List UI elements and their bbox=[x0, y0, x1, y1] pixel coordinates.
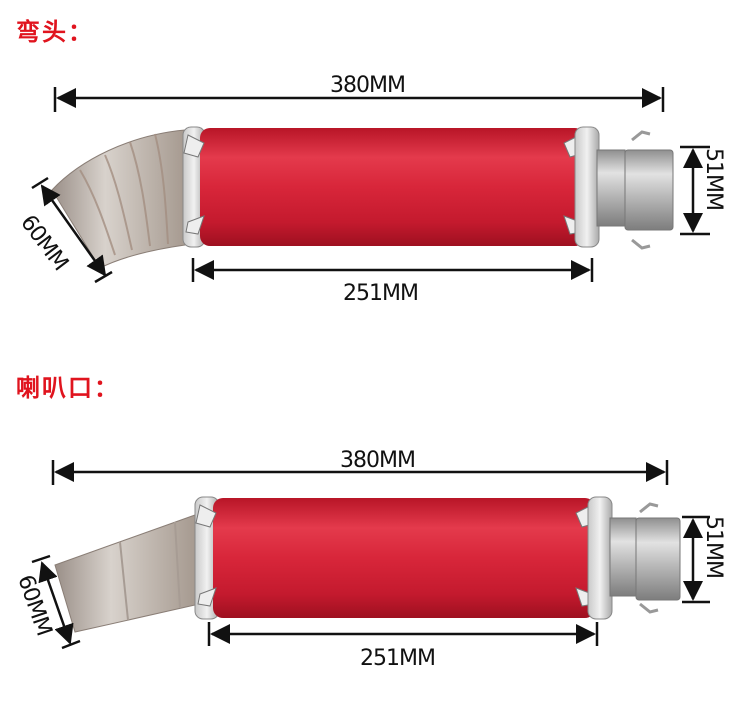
horn-overall-length: 380MM bbox=[340, 448, 415, 473]
elbow-outlet-sleeve bbox=[596, 149, 626, 227]
elbow-right-cap bbox=[574, 126, 600, 248]
elbow-dimensions bbox=[31, 87, 710, 284]
muffler-elbow bbox=[51, 126, 674, 269]
horn-inlet-pipe bbox=[54, 514, 196, 633]
elbow-body-length: 251MM bbox=[343, 281, 418, 306]
elbow-outlet-tip bbox=[624, 149, 674, 231]
elbow-inlet-diameter: 60MM bbox=[15, 211, 72, 276]
elbow-red-body bbox=[200, 128, 585, 246]
horn-dimensions bbox=[31, 460, 710, 650]
muffler-horn bbox=[54, 496, 681, 633]
elbow-outlet-diameter: 51MM bbox=[701, 148, 726, 210]
horn-right-cap bbox=[587, 496, 613, 620]
horn-red-body bbox=[213, 498, 595, 618]
horn-outlet-tip bbox=[635, 517, 681, 601]
section-label-horn: 喇叭口： bbox=[16, 373, 120, 402]
horn-body-length: 251MM bbox=[360, 646, 435, 671]
section-label-elbow: 弯头： bbox=[16, 17, 94, 46]
horn-outlet-sleeve bbox=[609, 517, 637, 597]
horn-outlet-diameter: 51MM bbox=[701, 516, 726, 578]
elbow-overall-length: 380MM bbox=[330, 73, 405, 98]
